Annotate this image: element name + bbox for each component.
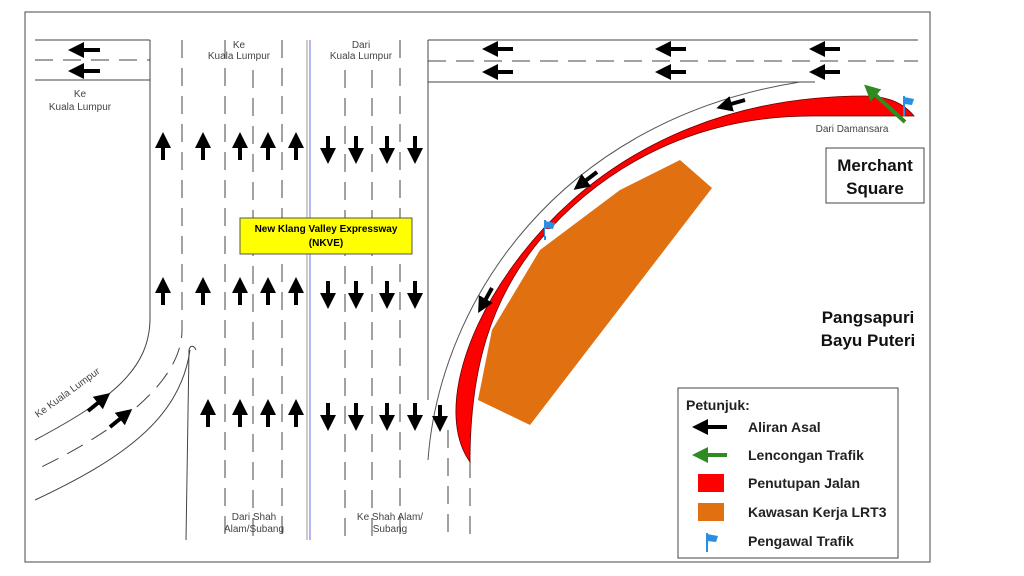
bayu-puteri-label: Bayu Puteri <box>821 331 915 350</box>
label-dari-shah: Dari Shah <box>232 512 276 523</box>
square-label: Square <box>846 179 904 198</box>
nkve-label-box <box>239 217 413 255</box>
label-ke-shah: Ke Shah Alam/ <box>357 512 423 523</box>
legend: Petunjuk: Aliran Asal Lencongan Trafik P… <box>677 387 899 559</box>
label-ke-kl: Ke <box>233 40 246 51</box>
median <box>306 40 311 540</box>
merchant-label: Merchant <box>837 156 913 175</box>
pangsapuri-label: Pangsapuri <box>822 308 915 327</box>
road-closure <box>455 95 915 464</box>
legend-item: Pengawal Trafik <box>748 533 854 549</box>
legend-item: Aliran Asal <box>748 419 821 435</box>
label-dari-kl: Dari <box>352 40 370 51</box>
nkve-abbr: (NKVE) <box>309 238 343 249</box>
red-block-icon <box>698 474 724 492</box>
label-kuala-lumpur: Kuala Lumpur <box>49 102 112 113</box>
lane-arrows <box>155 132 423 431</box>
detour-arrow <box>864 84 907 124</box>
blue-flag-icon <box>544 220 555 240</box>
legend-item: Penutupan Jalan <box>748 475 860 491</box>
label-dari-damansara: Dari Damansara <box>816 124 889 135</box>
orange-block-icon <box>698 503 724 521</box>
nkve-label: New Klang Valley Expressway <box>255 224 398 235</box>
merchant-square-box <box>825 147 925 204</box>
label-dari-shah-2: Alam/Subang <box>224 524 284 535</box>
label-dari-kl-2: Kuala Lumpur <box>330 51 393 62</box>
legend-title: Petunjuk: <box>686 397 750 413</box>
road-lines <box>34 39 918 541</box>
legend-item: Lencongan Trafik <box>748 447 864 463</box>
label-ke-shah-2: Subang <box>373 524 407 535</box>
legend-item: Kawasan Kerja LRT3 <box>748 504 887 520</box>
blue-flag-icon <box>903 96 914 116</box>
lrt3-work-area <box>478 160 712 425</box>
label-ke-kl-2: Kuala Lumpur <box>208 51 271 62</box>
label-ke: Ke <box>74 89 87 100</box>
blue-flag-icon <box>706 533 718 552</box>
traffic-arrows <box>68 41 840 432</box>
